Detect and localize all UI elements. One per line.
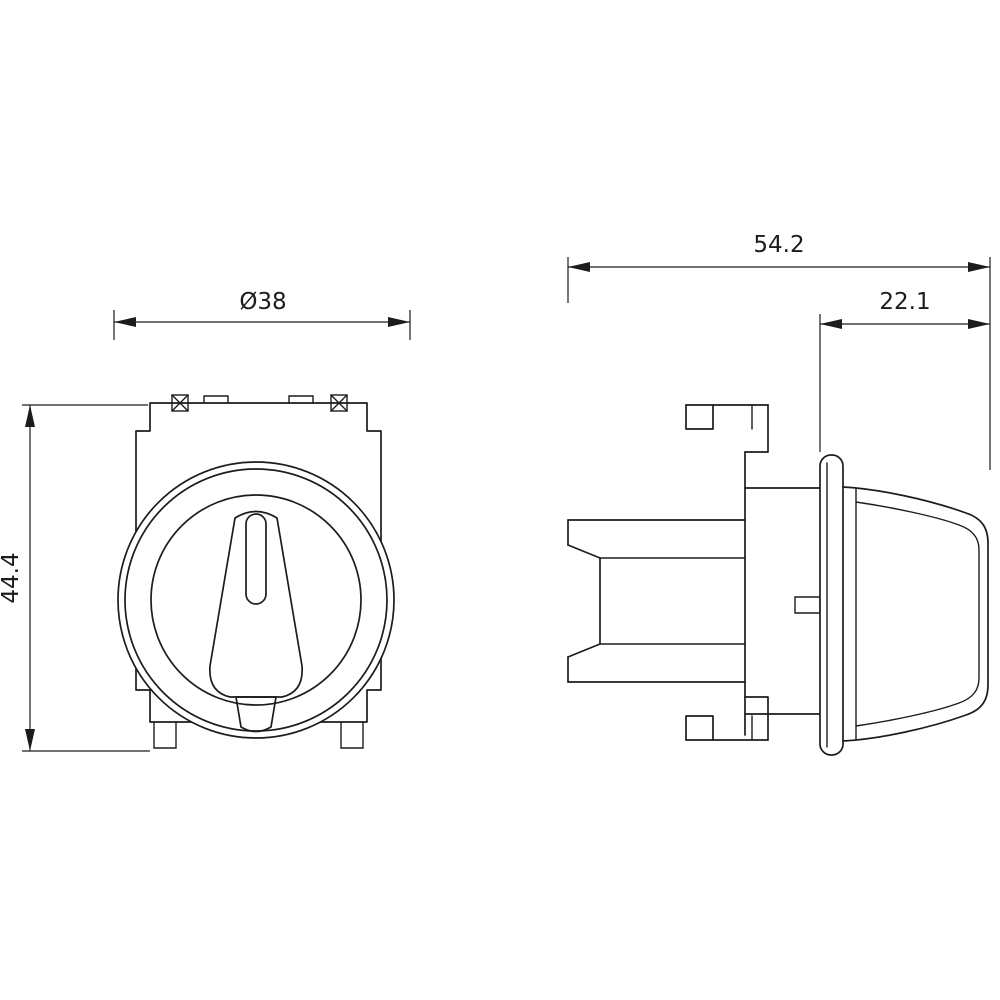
plate-bottom-tab-right (340, 721, 364, 749)
selector-knob-lever (209, 510, 303, 698)
selector-knob-grip-slot (245, 513, 267, 605)
dimension-arrow-bottom (25, 729, 35, 751)
shaft-slot-chamfer-bottom (567, 643, 601, 658)
fixing-mark-left (171, 394, 189, 412)
bezel-inner-circle (150, 494, 362, 706)
dimension-front-diameter: Ø38 (113, 289, 411, 340)
dimension-arrow-left (568, 262, 590, 272)
dimension-arrow-left (114, 317, 136, 327)
dimension-front-height: 44.4 (0, 404, 150, 752)
dimension-side-front-depth: 22.1 (819, 289, 990, 452)
bottom-bracket-tab (685, 715, 714, 741)
shaft-slot-chamfer-top (567, 544, 601, 559)
bottom-bracket-side (744, 696, 769, 741)
dimension-label-side-front-depth: 22.1 (879, 289, 930, 315)
dimension-arrow-right (968, 319, 990, 329)
extension-line (567, 257, 991, 470)
extension-line (22, 404, 150, 752)
knob-side-outline (842, 486, 989, 742)
dimension-label-side-total-depth: 54.2 (753, 232, 804, 258)
fixing-mark-right-cross (330, 394, 348, 412)
mounting-plate-outline (135, 402, 382, 723)
dimension-label-front-diameter: Ø38 (239, 289, 286, 315)
top-bracket-side (744, 404, 769, 453)
bezel-disc-profile (819, 454, 844, 756)
dimension-arrow-right (968, 262, 990, 272)
dimension-arrow-top (25, 405, 35, 427)
extension-line (113, 310, 411, 340)
fixing-mark-left-cross (171, 394, 189, 412)
holder-latch (794, 596, 821, 614)
dimension-arrow-right (388, 317, 410, 327)
plate-top-notch-right (288, 395, 314, 404)
selector-knob-bottom-tab (235, 696, 277, 733)
front-view (117, 394, 395, 749)
side-view (567, 404, 989, 756)
dimension-side-total-depth: 54.2 (567, 232, 991, 470)
fixing-mark-right (330, 394, 348, 412)
plate-bottom-tab-left (153, 721, 177, 749)
dimension-arrow-left (820, 319, 842, 329)
dimension-label-front-height: 44.4 (0, 552, 24, 603)
knob-inner-contour (855, 501, 980, 727)
plate-top-notch-left (203, 395, 229, 404)
bezel-outer-circle (117, 461, 395, 739)
top-bracket-tab (685, 404, 714, 430)
